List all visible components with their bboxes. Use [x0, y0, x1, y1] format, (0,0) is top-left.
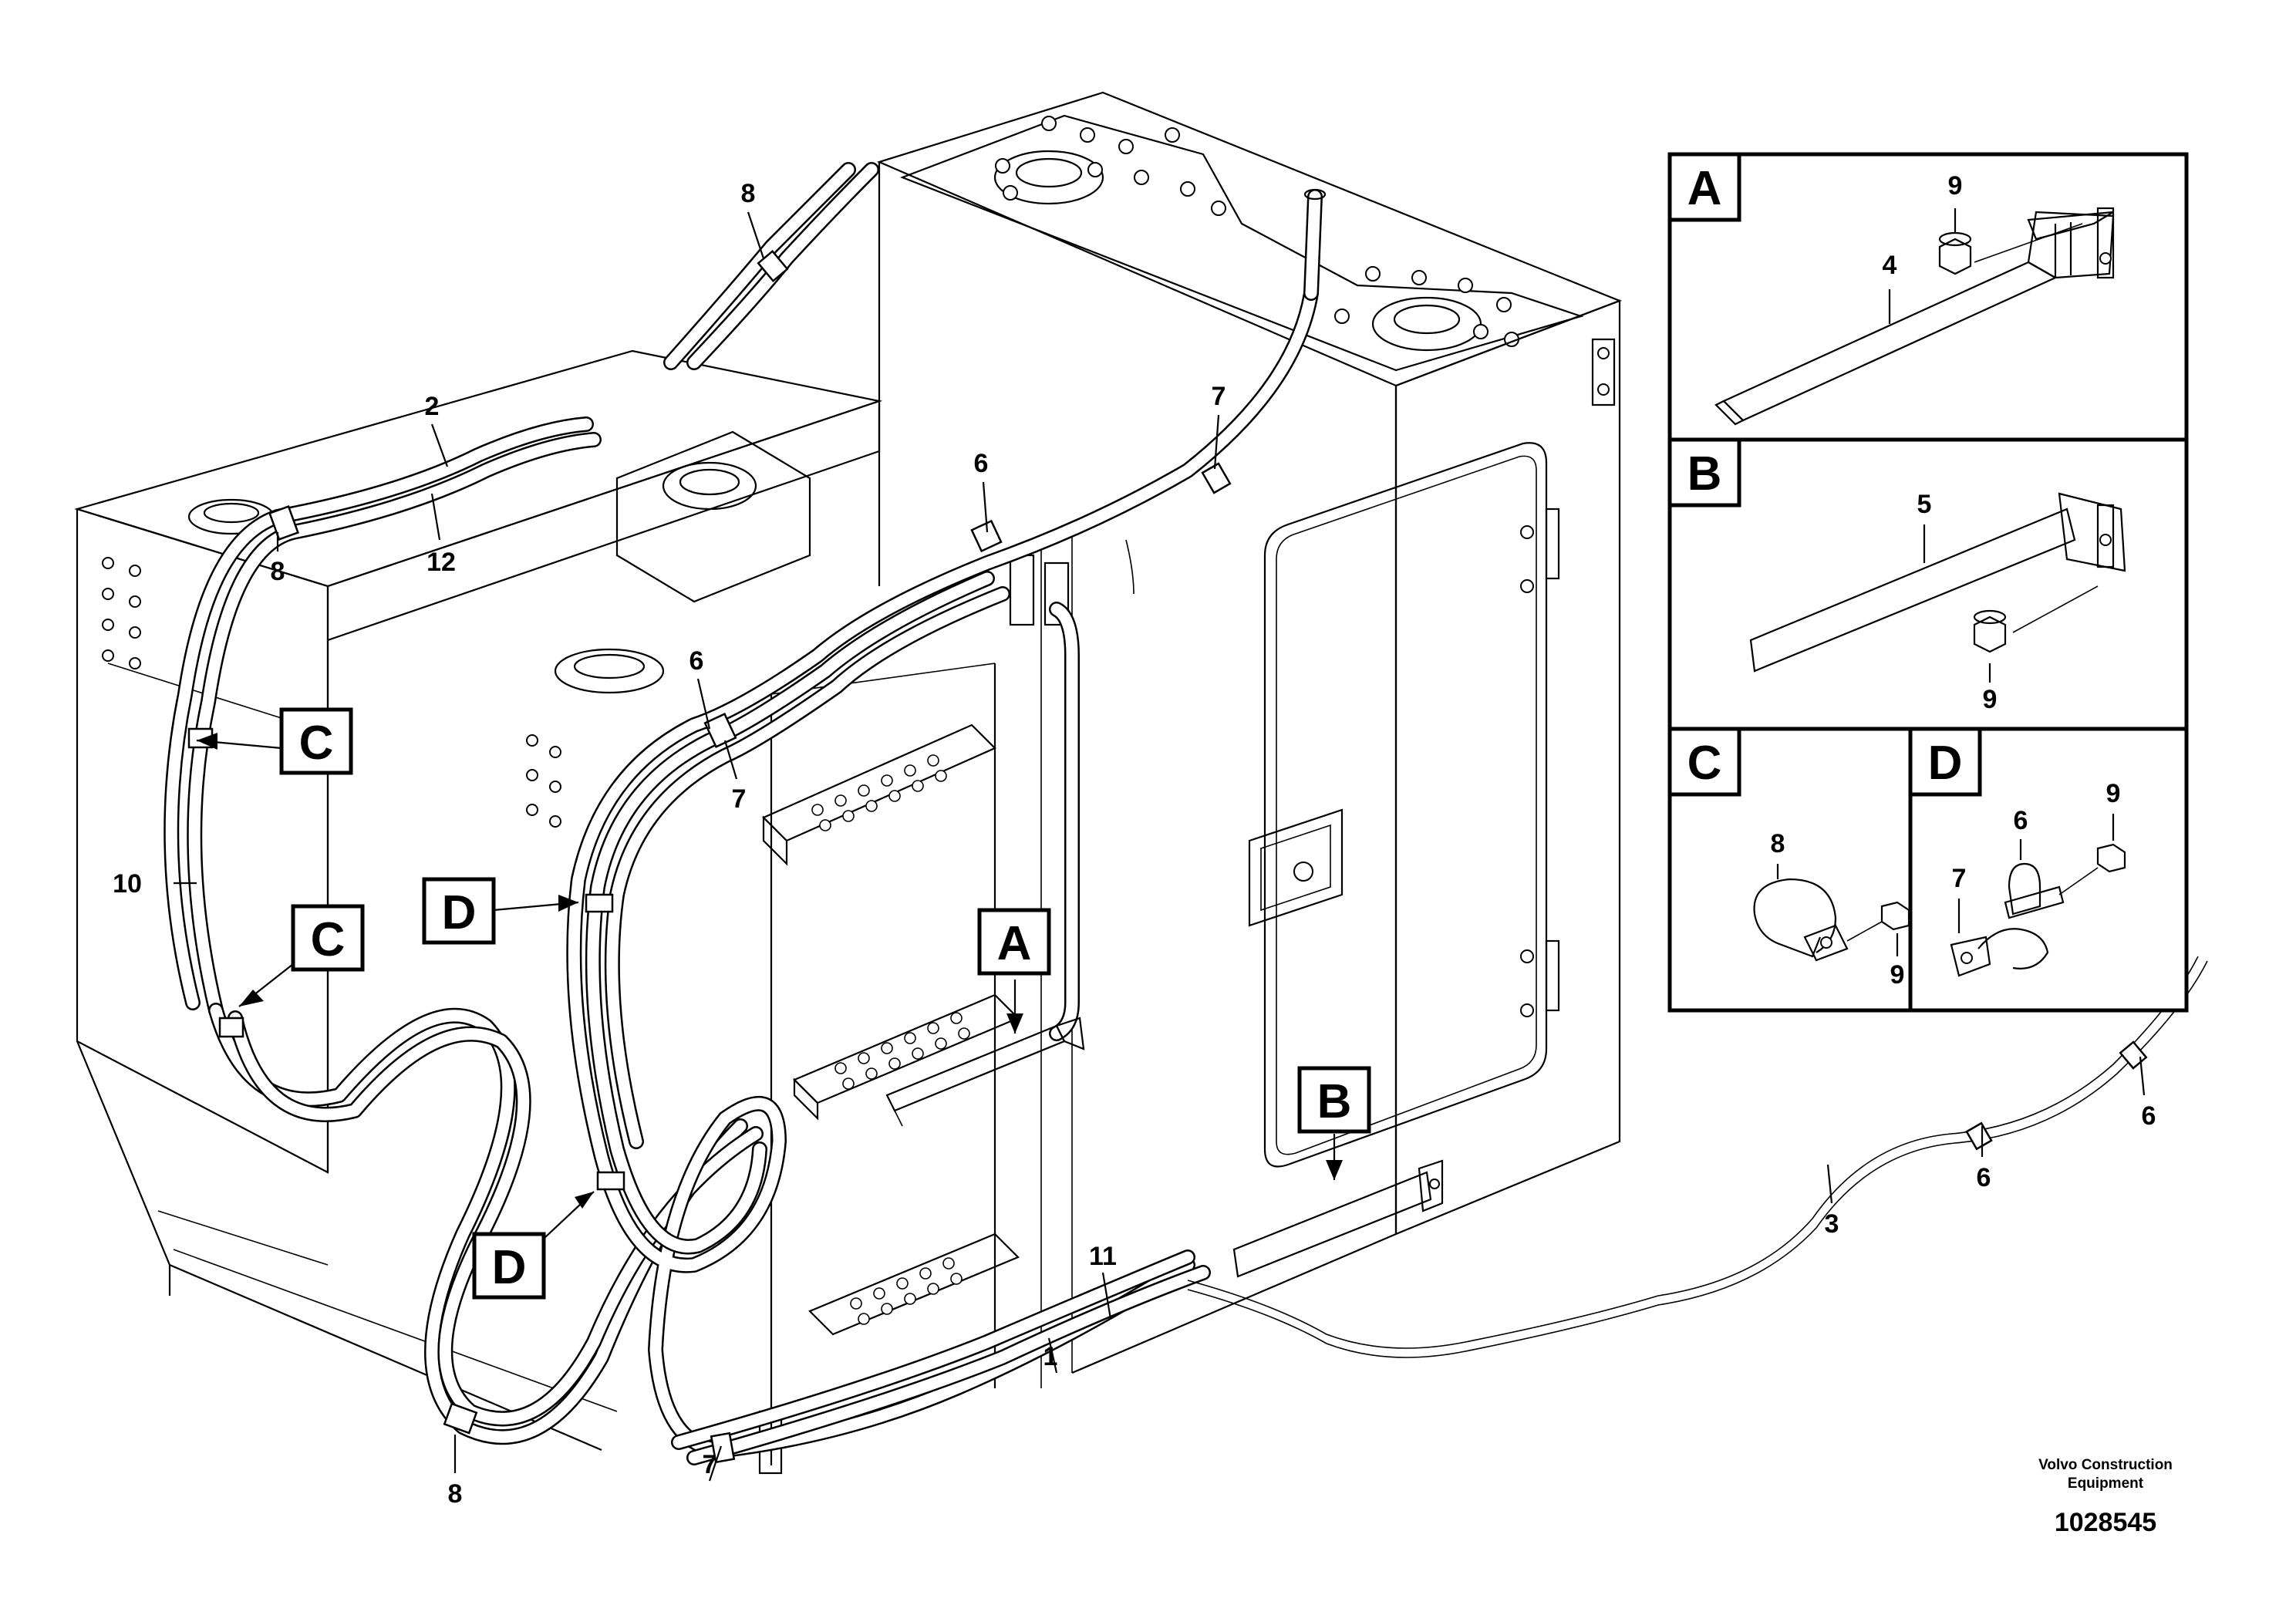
panel-b-callout-9: 9 — [1983, 685, 1998, 714]
callout-12: 12 — [426, 548, 456, 577]
callout-2: 2 — [425, 392, 440, 421]
callout-8-left: 8 — [271, 557, 285, 586]
vent-holes-left — [102, 557, 561, 828]
callout-6-mid: 6 — [689, 646, 704, 676]
callout-6-far-right: 6 — [2142, 1101, 2156, 1131]
callout-6-right: 6 — [1977, 1163, 1991, 1192]
panel-d-callout-9: 9 — [2106, 779, 2121, 808]
callout-11: 11 — [1089, 1242, 1117, 1271]
marker-c-upper: C — [299, 717, 334, 770]
callout-3: 3 — [1825, 1209, 1839, 1239]
callout-7-bottom: 7 — [703, 1450, 717, 1479]
svg-text:D: D — [1928, 737, 1963, 790]
top-plate-holes — [995, 116, 1519, 347]
panel-d-callout-7: 7 — [1952, 864, 1967, 893]
detail-panel-a: A 9 4 — [1667, 152, 2115, 426]
panel-d-callout-6: 6 — [2014, 806, 2028, 835]
bracket-b-installed — [1232, 1159, 1444, 1278]
document-number: 1028545 — [2055, 1508, 2156, 1537]
callout-numbers: 8 2 12 8 10 6 7 6 7 11 1 3 6 6 8 7 — [113, 179, 2156, 1509]
leader-lines — [174, 211, 2146, 1482]
callout-1: 1 — [1043, 1342, 1058, 1371]
marker-d-upper: D — [442, 886, 477, 939]
callout-6-upper: 6 — [974, 449, 989, 478]
callout-8-bottom: 8 — [448, 1479, 463, 1509]
company-name-line2: Equipment — [2068, 1475, 2144, 1492]
detail-panel-d: D 6 7 9 — [1908, 727, 2126, 977]
panel-b-callout-5: 5 — [1917, 490, 1932, 519]
marker-a: A — [997, 917, 1032, 970]
callout-8-top: 8 — [741, 179, 756, 208]
svg-text:A: A — [1687, 162, 1722, 215]
panel-a-callout-4: 4 — [1883, 251, 1897, 280]
bracket-a-installed — [885, 1017, 1085, 1127]
callout-7-upper: 7 — [1212, 382, 1226, 411]
callout-10: 10 — [113, 869, 142, 899]
svg-text:C: C — [1687, 737, 1722, 790]
detail-panel-b: B 9 5 — [1667, 437, 2126, 714]
svg-text:B: B — [1687, 447, 1722, 501]
footer: Volvo Construction Equipment 1028545 — [2038, 1457, 2173, 1537]
marker-d-lower: D — [492, 1241, 527, 1294]
marker-b: B — [1317, 1075, 1352, 1128]
hose-clamps — [187, 250, 2148, 1464]
cab-frame — [74, 91, 1623, 1475]
detail-panel-c: C 8 9 — [1667, 727, 1910, 990]
panel-a-callout-9: 9 — [1948, 171, 1963, 201]
panel-c-callout-8: 8 — [1771, 829, 1785, 858]
company-name-line1: Volvo Construction — [2038, 1457, 2173, 1473]
view-markers: C C D D A B — [279, 707, 1371, 1300]
callout-7-mid: 7 — [732, 784, 747, 814]
marker-c-lower: C — [311, 913, 346, 966]
detail-panels: A 9 4 B — [1667, 152, 2189, 1013]
panel-c-callout-9: 9 — [1890, 960, 1905, 990]
